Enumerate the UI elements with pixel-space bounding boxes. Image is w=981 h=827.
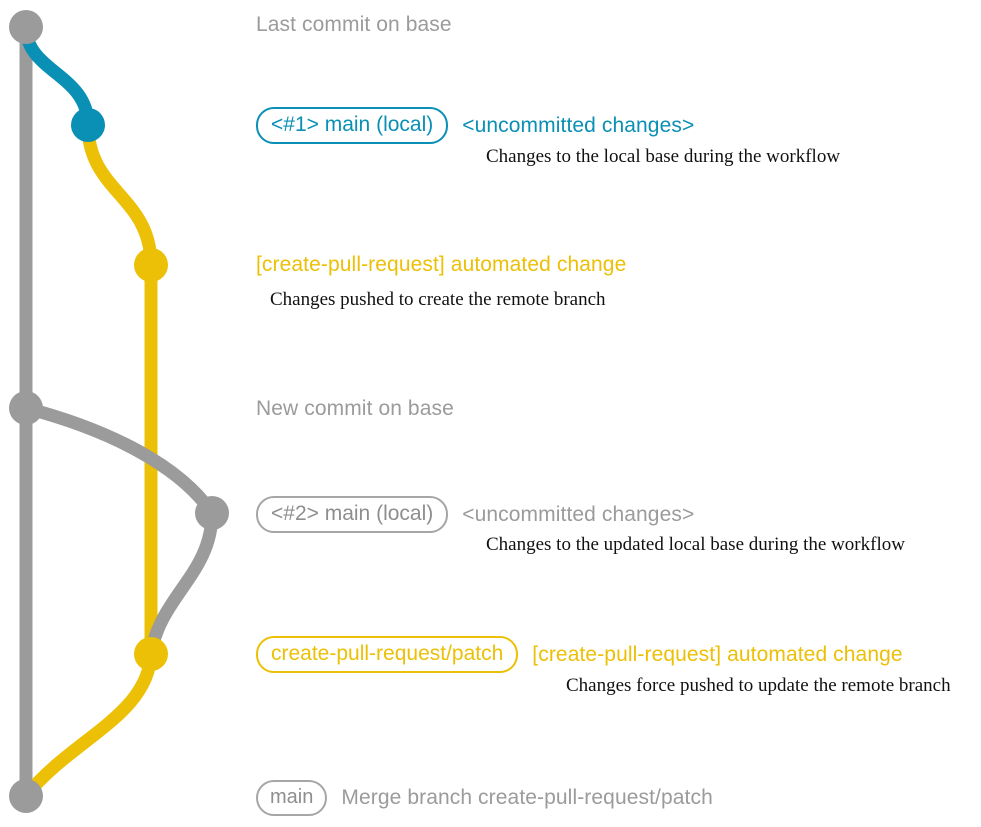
commit-node-local-commit-1[interactable] <box>71 108 105 142</box>
commit-subject-last-commit-on-base: Last commit on base <box>256 13 452 36</box>
row-new-commit-on-base: New commit on base <box>256 397 454 421</box>
commit-node-last-commit-on-base[interactable] <box>9 10 43 44</box>
commit-description-local-commit-2: Changes to the updated local base during… <box>486 534 905 555</box>
commit-subject-new-commit-on-base: New commit on base <box>256 397 454 420</box>
commit-node-local-commit-2[interactable] <box>195 496 229 530</box>
commit-node-remote-commit-1[interactable] <box>134 248 168 282</box>
row-merge-commit: main Merge branch create-pull-request/pa… <box>256 780 713 816</box>
row-last-commit-on-base: Last commit on base <box>256 13 452 37</box>
local-branch-path-1 <box>19 20 95 132</box>
commit-subject-local-commit-1: <uncommitted changes> <box>462 113 695 137</box>
commit-subject-remote-commit-2: [create-pull-request] automated change <box>532 642 903 666</box>
branch-badge-main[interactable]: main <box>256 780 328 816</box>
local-branch-path-2 <box>19 401 219 520</box>
row-local-commit-2: <#2> main (local) <uncommitted changes> <box>256 496 695 534</box>
commit-subject-merge-commit: Merge branch create-pull-request/patch <box>341 786 713 809</box>
commit-description-remote-commit-2: Changes force pushed to update the remot… <box>566 675 951 696</box>
branch-badge-main-local-2[interactable]: <#2> main (local) <box>256 496 449 534</box>
commit-description-local-commit-1: Changes to the local base during the wor… <box>486 146 841 167</box>
row-remote-commit-2: create-pull-request/patch [create-pull-r… <box>256 636 903 674</box>
remote-branch-path-1 <box>81 118 158 272</box>
row-remote-commit-1: [create-pull-request] automated change <box>256 253 626 277</box>
commit-subject-remote-commit-1: [create-pull-request] automated change <box>256 253 627 276</box>
remote-merge-path <box>19 647 158 803</box>
commit-subject-local-commit-2: <uncommitted changes> <box>462 502 695 526</box>
commit-node-merge-commit[interactable] <box>9 779 43 813</box>
commit-node-new-commit-on-base[interactable] <box>9 391 43 425</box>
commit-node-group <box>9 10 229 813</box>
row-local-commit-1: <#1> main (local) <uncommitted changes> <box>256 107 695 145</box>
branch-badge-create-pull-request-patch[interactable]: create-pull-request/patch <box>256 636 519 674</box>
commit-node-remote-commit-2[interactable] <box>134 637 168 671</box>
local-merge-path-2 <box>144 506 219 661</box>
commit-description-remote-commit-1: Changes pushed to create the remote bran… <box>270 289 606 310</box>
branch-badge-main-local-1[interactable]: <#1> main (local) <box>256 107 449 145</box>
